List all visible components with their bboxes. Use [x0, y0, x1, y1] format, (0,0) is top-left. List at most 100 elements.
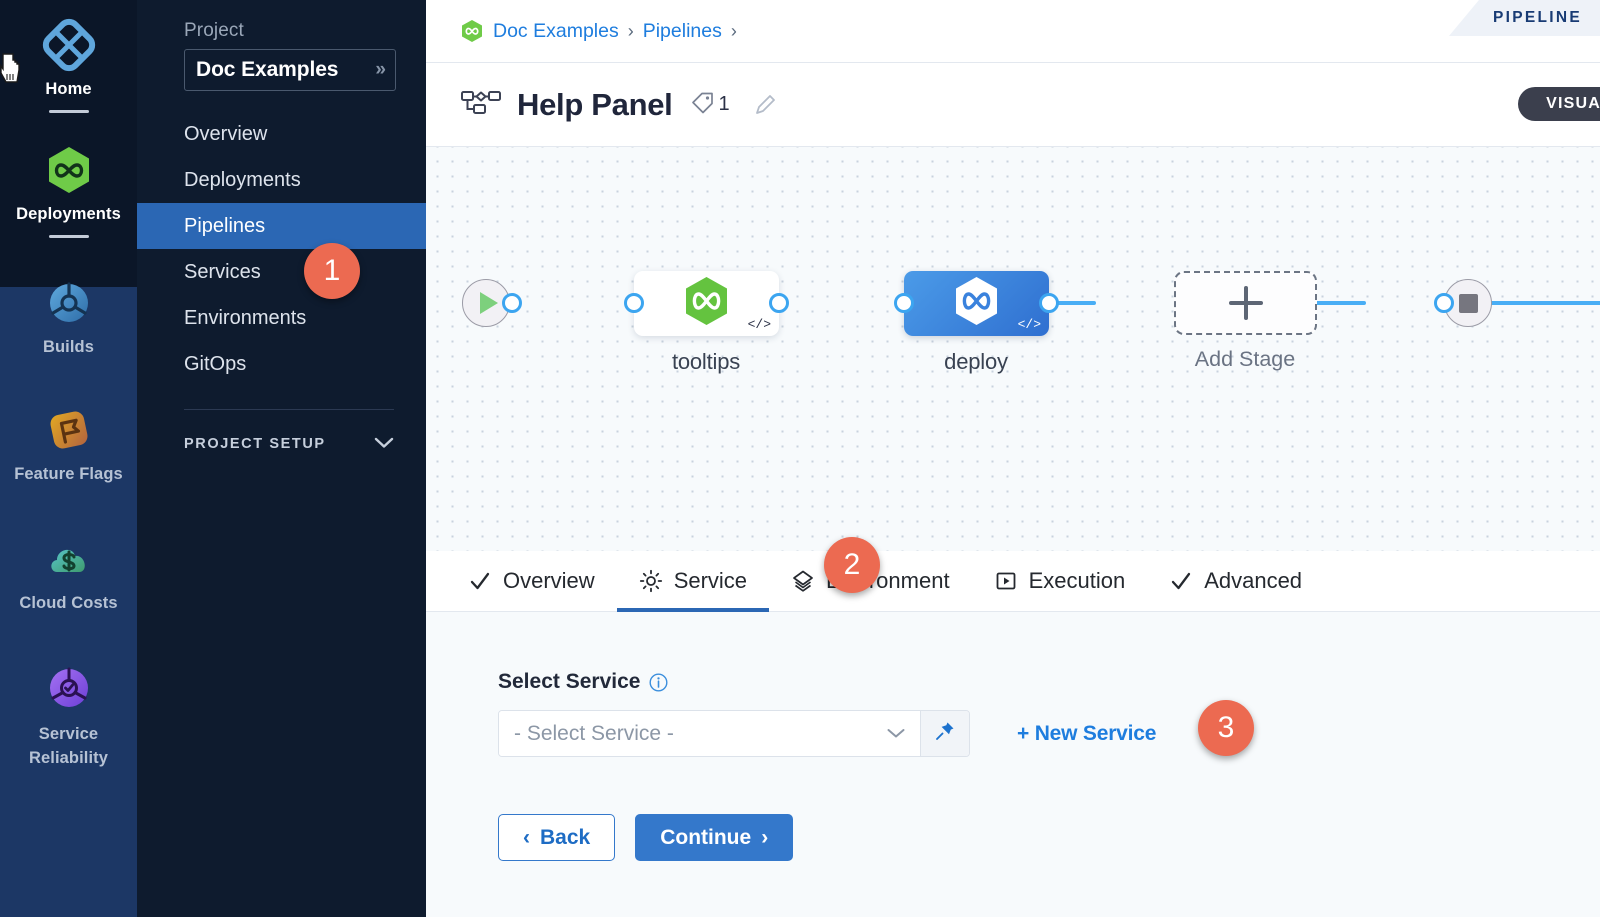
- form-action-buttons: ‹ Back Continue ›: [498, 814, 1600, 861]
- continue-button[interactable]: Continue ›: [635, 814, 794, 861]
- breadcrumb-item-doc-examples[interactable]: Doc Examples: [493, 19, 619, 42]
- pipeline-stage-tooltips[interactable]: </>: [634, 271, 779, 336]
- sidebar-item-services[interactable]: Services: [137, 249, 426, 295]
- rail-item-builds[interactable]: Builds: [0, 258, 137, 363]
- mouse-cursor-pointer-icon: [0, 52, 26, 86]
- deployments-infinity-icon: [42, 143, 96, 197]
- pipeline-title-bar: Help Panel 1 VISUAL: [426, 62, 1600, 147]
- tab-advanced[interactable]: Advanced: [1147, 551, 1324, 611]
- tab-service[interactable]: Service: [616, 551, 770, 612]
- rail-item-deployments[interactable]: Deployments: [0, 133, 137, 244]
- page-title: Help Panel: [517, 86, 673, 122]
- pipeline-port[interactable]: [502, 293, 522, 313]
- builds-icon: [42, 276, 96, 330]
- rail-item-label: Builds: [42, 338, 95, 356]
- service-reliability-icon: [42, 661, 96, 715]
- double-chevron-right-icon: »: [375, 59, 385, 80]
- stage-code-badge: </>: [1017, 317, 1041, 332]
- project-sidebar: Project Doc Examples » Overview Deployme…: [137, 0, 426, 917]
- breadcrumb-item-pipelines[interactable]: Pipelines: [642, 19, 722, 42]
- sidebar-item-overview[interactable]: Overview: [137, 111, 426, 157]
- cloud-costs-icon: [42, 532, 96, 586]
- breadcrumb-separator: ›: [627, 20, 634, 41]
- stage-infinity-icon: [683, 275, 730, 332]
- stage-code-badge: </>: [747, 317, 771, 332]
- sidebar-project-setup-toggle[interactable]: PROJECT SETUP: [137, 434, 426, 454]
- continue-button-label: Continue: [660, 825, 752, 849]
- sidebar-item-label: Services: [184, 260, 261, 283]
- layers-icon: [791, 569, 815, 593]
- pipeline-port[interactable]: [769, 293, 789, 313]
- pipeline-stage-label: deploy: [944, 349, 1008, 374]
- select-service-value: - Select Service -: [514, 721, 674, 745]
- sidebar-item-gitops[interactable]: GitOps: [137, 341, 426, 387]
- sidebar-item-label: Pipelines: [184, 214, 266, 237]
- pipeline-port[interactable]: [1039, 293, 1059, 313]
- chevron-down-icon: [886, 723, 906, 744]
- pipeline-port[interactable]: [894, 293, 914, 313]
- tag-indicator[interactable]: 1: [690, 89, 730, 120]
- select-service-dropdown[interactable]: - Select Service -: [499, 711, 920, 756]
- rail-item-label: Home: [45, 80, 92, 98]
- edit-pencil-icon[interactable]: [752, 92, 778, 118]
- tab-execution[interactable]: Execution: [972, 551, 1148, 611]
- pipeline-port[interactable]: [624, 293, 644, 313]
- visual-mode-badge[interactable]: VISUAL: [1518, 87, 1600, 121]
- tab-label: Service: [673, 568, 748, 593]
- pin-service-button[interactable]: [920, 711, 969, 756]
- pipeline-canvas[interactable]: </> tooltips </> deploy: [426, 147, 1600, 551]
- callout-badge-3: 3: [1198, 700, 1254, 756]
- pin-icon: [934, 720, 956, 747]
- pipeline-type-tag: PIPELINE: [1448, 0, 1600, 36]
- sidebar-item-deployments[interactable]: Deployments: [137, 157, 426, 203]
- rail-item-home[interactable]: Home: [0, 8, 137, 119]
- add-stage-button[interactable]: [1174, 271, 1317, 335]
- rail-active-underline: [48, 235, 89, 238]
- project-heading: Project: [184, 20, 244, 41]
- stage-infinity-icon: [953, 275, 1000, 332]
- rail-item-cloud-costs[interactable]: Cloud Costs: [0, 490, 137, 619]
- new-service-link[interactable]: + New Service: [1017, 721, 1157, 745]
- pipeline-edge: [1471, 301, 1600, 305]
- project-infinity-icon: [461, 19, 483, 43]
- feature-flags-icon: [42, 403, 96, 457]
- pipeline-diagram-icon: [459, 88, 503, 122]
- service-config-form: Select Service - Select Service -: [426, 612, 1600, 917]
- sidebar-item-label: Environments: [184, 306, 307, 329]
- chevron-right-icon: ›: [761, 825, 769, 849]
- rail-item-service-reliability[interactable]: Service Reliability: [0, 619, 137, 776]
- sidebar-item-pipelines[interactable]: Pipelines: [137, 203, 426, 249]
- project-nav: Overview Deployments Pipelines Services …: [137, 111, 426, 387]
- callout-badge-2: 2: [824, 537, 880, 593]
- play-box-icon: [994, 569, 1018, 593]
- info-icon[interactable]: [649, 672, 668, 692]
- rail-item-label: Service Reliability: [28, 725, 109, 767]
- module-rail: Home Deployments: [0, 0, 137, 917]
- tag-count: 1: [718, 93, 730, 115]
- select-service-label-text: Select Service: [498, 670, 641, 693]
- main-content: Doc Examples › Pipelines › PIPELINE Help…: [426, 0, 1600, 917]
- tab-label: Execution: [1028, 568, 1126, 593]
- sidebar-item-environments[interactable]: Environments: [137, 295, 426, 341]
- home-diamond-icon: [42, 18, 96, 72]
- tab-overview[interactable]: Overview: [446, 551, 617, 611]
- project-selector[interactable]: Doc Examples »: [184, 49, 396, 91]
- gear-icon: [639, 569, 663, 593]
- check-icon: [468, 569, 492, 593]
- sidebar-divider: [184, 409, 394, 410]
- add-stage-label: Add Stage: [1194, 347, 1296, 371]
- tab-label: Overview: [503, 568, 595, 593]
- rail-item-feature-flags[interactable]: Feature Flags: [0, 363, 137, 490]
- back-button[interactable]: ‹ Back: [498, 814, 616, 861]
- select-service-control-wrap: - Select Service -: [498, 710, 970, 757]
- module-rail-lower-bg: [0, 287, 137, 917]
- check-icon: [1169, 569, 1193, 593]
- back-button-label: Back: [540, 825, 591, 849]
- sidebar-item-label: GitOps: [184, 352, 247, 375]
- pipeline-stage-deploy[interactable]: </>: [904, 271, 1049, 336]
- chevron-down-icon: [374, 434, 394, 454]
- pipeline-port[interactable]: [1434, 293, 1454, 313]
- tag-icon: [690, 89, 716, 120]
- breadcrumb-separator: ›: [730, 20, 737, 41]
